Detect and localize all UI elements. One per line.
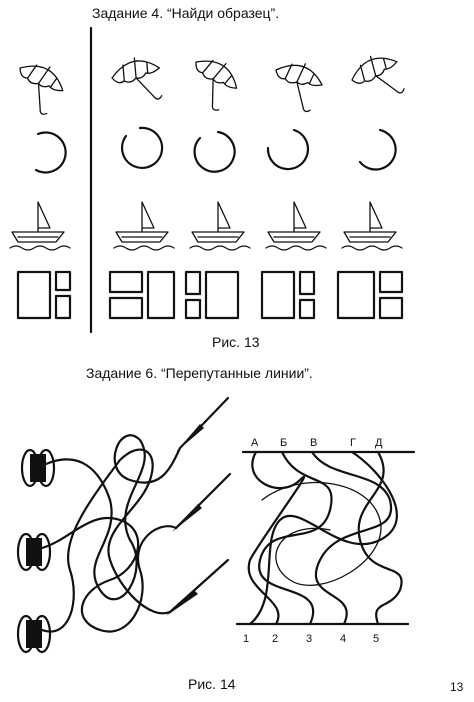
spool-2 <box>16 532 52 572</box>
circle-option-3 <box>266 128 310 171</box>
thread-1 <box>44 434 182 601</box>
spool-3 <box>16 614 52 654</box>
label-bottom-4: 4 <box>340 633 346 645</box>
maze-path-v <box>310 450 393 626</box>
thread-2 <box>40 517 178 633</box>
circle-option-1 <box>121 126 164 169</box>
needle-2-tip <box>172 504 202 532</box>
figure14-caption: Рис. 14 <box>188 676 236 692</box>
needle-1-tip <box>176 424 204 452</box>
thread-3 <box>40 448 172 633</box>
circle-option-4 <box>358 128 397 171</box>
maze-path-b <box>258 450 333 626</box>
label-top-d: Д <box>375 437 383 449</box>
label-top-g: Г <box>350 437 356 449</box>
rectangles-option-3 <box>260 270 316 320</box>
label-bottom-2: 2 <box>272 633 278 645</box>
label-top-v: В <box>310 437 317 449</box>
label-bottom-5: 5 <box>373 633 379 645</box>
rectangles-option-4 <box>336 270 404 320</box>
maze-path-d <box>357 450 403 626</box>
rectangles-option-2 <box>184 270 240 320</box>
maze-path-g <box>248 450 398 626</box>
rectangles-sample <box>16 270 72 320</box>
needle-3-tip <box>166 590 198 616</box>
rectangles-option-1 <box>108 270 176 320</box>
label-top-b: Б <box>280 437 287 449</box>
circle-option-2 <box>193 130 236 173</box>
needle-3 <box>168 558 230 614</box>
circle-sample <box>34 131 67 174</box>
maze-extra-loop <box>261 481 382 586</box>
label-bottom-1: 1 <box>243 633 249 645</box>
figure13-caption: Рис. 13 <box>212 334 260 350</box>
page-number: 13 <box>450 680 464 694</box>
task6-title: Задание 6. “Перепутанные линии”. <box>86 365 313 381</box>
maze-path-a <box>247 450 306 626</box>
task4-title: Задание 4. “Найди образец”. <box>92 5 280 21</box>
label-bottom-3: 3 <box>306 633 312 645</box>
label-top-a: А <box>251 437 259 449</box>
spool-1 <box>20 448 56 488</box>
